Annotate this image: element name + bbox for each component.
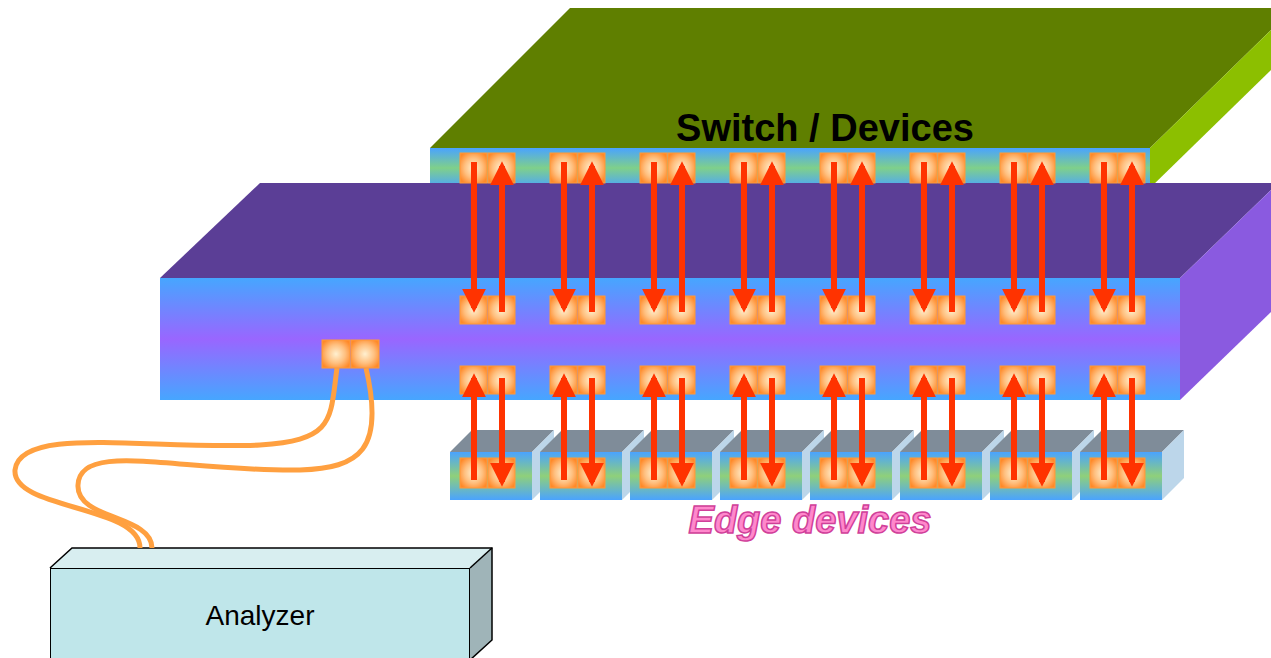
traffic-arrow xyxy=(769,378,775,482)
edge-device-front xyxy=(540,452,622,500)
traffic-arrow xyxy=(499,166,505,312)
edge-device-front xyxy=(810,452,892,500)
traffic-arrow xyxy=(831,162,837,308)
analyzer-cable xyxy=(15,368,337,548)
traffic-arrow xyxy=(949,378,955,482)
edge-device-front xyxy=(450,452,532,500)
edge-device-front xyxy=(630,452,712,500)
traffic-arrow xyxy=(1011,378,1017,480)
switch-slab: Switch / Devices xyxy=(672,103,978,154)
analyzer-top xyxy=(50,548,492,568)
traffic-arrow xyxy=(471,162,477,308)
traffic-arrow xyxy=(561,378,567,480)
tap-front xyxy=(160,278,1180,400)
analyzer-box: Analyzer xyxy=(50,568,470,658)
traffic-arrow xyxy=(589,166,595,312)
analyzer-side xyxy=(470,548,492,658)
traffic-arrow xyxy=(1129,166,1135,312)
traffic-arrow xyxy=(651,378,657,480)
edge-device-front xyxy=(720,452,802,500)
edge-device-front xyxy=(990,452,1072,500)
node-label: Switch / Devices xyxy=(676,107,974,150)
traffic-arrow xyxy=(1039,378,1045,482)
analyzer-cable xyxy=(78,368,372,548)
traffic-arrow xyxy=(831,378,837,480)
traffic-arrow xyxy=(651,162,657,308)
group-label: Edge devices xyxy=(689,499,932,542)
analyzer-outline xyxy=(470,548,492,568)
node-label: Analyzer xyxy=(206,600,315,632)
switch-side xyxy=(1150,30,1271,188)
traffic-arrow xyxy=(589,378,595,482)
traffic-arrow xyxy=(1129,378,1135,482)
traffic-arrow xyxy=(1039,166,1045,312)
traffic-arrow xyxy=(1101,162,1107,308)
traffic-arrow xyxy=(679,166,685,312)
edge-device-front xyxy=(900,452,982,500)
port xyxy=(351,340,379,368)
traffic-arrow xyxy=(1101,378,1107,480)
traffic-arrow xyxy=(921,378,927,480)
tap-side xyxy=(1180,190,1271,400)
traffic-arrow xyxy=(859,378,865,482)
edge-device-side xyxy=(1162,430,1184,500)
traffic-arrow xyxy=(741,378,747,480)
traffic-arrow xyxy=(741,162,747,308)
traffic-arrow xyxy=(949,166,955,312)
traffic-arrow xyxy=(471,378,477,480)
traffic-arrow xyxy=(859,166,865,312)
traffic-arrow xyxy=(499,378,505,482)
traffic-arrow xyxy=(921,162,927,308)
traffic-arrow xyxy=(1011,162,1017,308)
edge-device-front xyxy=(1080,452,1162,500)
port xyxy=(322,340,350,368)
traffic-arrow xyxy=(679,378,685,482)
traffic-arrow xyxy=(769,166,775,312)
traffic-arrow xyxy=(561,162,567,308)
